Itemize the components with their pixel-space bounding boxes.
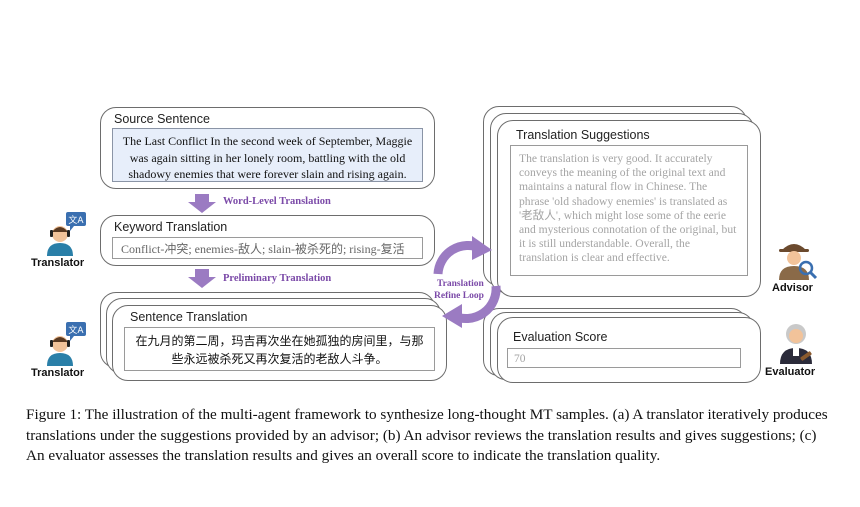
down-arrow-icon [188,269,216,288]
advisor-label: Advisor [772,282,813,294]
source-sentence-text: The Last Conflict In the second week of … [112,128,423,182]
translation-suggestions-title: Translation Suggestions [516,128,650,142]
svg-text:文A: 文A [68,324,84,336]
svg-text:文A: 文A [68,214,84,226]
refine-loop-label-line1: Translation [437,279,484,289]
evaluation-score-value: 70 [507,348,741,368]
detective-advisor-icon [779,244,818,280]
sentence-translation-card [112,305,447,381]
judge-evaluator-icon [780,324,812,364]
translator-label-top: Translator [31,257,85,269]
sentence-translation-text: 在九月的第二周，玛吉再次坐在她孤独的房间里，与那些永远被杀死又再次复活的老敌人斗… [124,327,435,371]
word-level-translation-label: Word-Level Translation [223,196,331,207]
translation-suggestions-card [497,120,761,297]
source-sentence-title: Source Sentence [114,112,210,126]
translation-suggestions-text: The translation is very good. It accurat… [510,145,748,276]
evaluator-label: Evaluator [765,366,816,378]
sentence-translation-title: Sentence Translation [130,310,248,324]
translator-person-icon: 文A [47,322,86,366]
refine-loop-arrows-icon [433,236,501,328]
down-arrow-icon [188,194,216,213]
preliminary-translation-label: Preliminary Translation [223,273,332,284]
translator-label-bottom: Translator [31,367,85,379]
figure-caption: Figure 1: The illustration of the multi-… [26,406,828,464]
refine-loop-label-line2: Refine Loop [434,291,484,301]
keyword-translation-text: Conflict-冲突; enemies-敌人; slain-被杀死的; ris… [112,237,423,259]
keyword-translation-title: Keyword Translation [114,220,228,234]
evaluation-score-title: Evaluation Score [513,330,608,344]
keyword-translation-card [100,215,435,266]
evaluation-score-card [497,317,761,383]
translator-person-icon: 文A [47,212,86,256]
